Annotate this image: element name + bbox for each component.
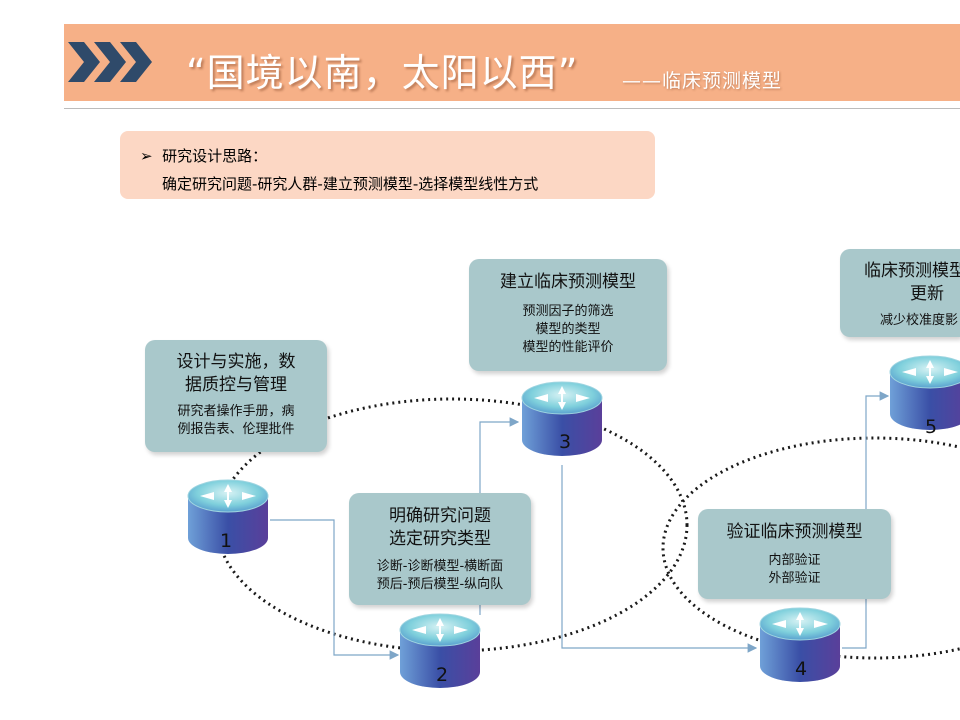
stage-box-1: 设计与实施，数 据质控与管理 研究者操作手册，病 例报告表、伦理批件 — [145, 340, 327, 452]
stage-3-detail-line-1: 预测因子的筛选 — [522, 304, 614, 319]
design-flow-text: 确定研究问题-研究人群-建立预测模型-选择模型线性方式 — [162, 175, 539, 193]
stage-3-detail-line-2: 模型的类型 — [535, 322, 601, 337]
stage-1-title-line-2: 据质控与管理 — [185, 375, 287, 395]
stage-1-detail-line-2: 例报告表、伦理批件 — [177, 422, 295, 437]
connector-3-to-4 — [561, 465, 758, 653]
node-number-1: 1 — [219, 530, 233, 552]
stage-4-title-line-1: 验证临床预测模型 — [726, 522, 863, 542]
design-label: 研究设计思路： — [162, 147, 268, 165]
stage-3-title-line-1: 建立临床预测模型 — [500, 272, 636, 292]
stage-2-detail-line-2: 预后-预后模型-纵向队 — [376, 577, 504, 592]
page-subtitle: ——临床预测模型 — [622, 70, 783, 92]
stage-5-title-line-1: 临床预测模型 — [864, 261, 960, 281]
cycle-ellipse-right — [661, 436, 960, 660]
stage-5-title-line-2: 更新 — [910, 284, 944, 304]
stage-2-title-line-2: 选定研究类型 — [389, 529, 491, 549]
stage-box-4: 验证临床预测模型 内部验证 外部验证 — [698, 509, 891, 599]
connector-1-to-2 — [270, 519, 400, 660]
triple-chevron-icon — [68, 42, 152, 82]
bullet-arrow-icon: ➢ — [140, 147, 153, 165]
page-title: “国境以南，太阳以西” — [186, 51, 579, 95]
node-number-4: 4 — [794, 658, 808, 680]
stage-5-detail-line-1: 减少校准度影 — [880, 313, 959, 328]
header-bar — [64, 24, 960, 101]
node-number-2: 2 — [435, 664, 449, 686]
stage-1-detail-line-1: 研究者操作手册，病 — [177, 404, 295, 419]
stage-box-3: 建立临床预测模型 预测因子的筛选 模型的类型 模型的性能评价 — [469, 259, 667, 371]
stage-3-detail-line-3: 模型的性能评价 — [522, 340, 614, 355]
stage-box-5: 临床预测模型 更新 减少校准度影 — [840, 249, 960, 337]
node-number-5: 5 — [924, 416, 938, 438]
design-summary-box — [120, 131, 655, 199]
stage-2-detail-line-1: 诊断-诊断模型-横断面 — [376, 559, 504, 574]
stage-1-title-line-1: 设计与实施，数 — [176, 352, 296, 372]
stage-2-title-line-1: 明确研究问题 — [389, 506, 491, 526]
design-label-row: ➢ 研究设计思路： — [140, 145, 267, 166]
node-number-3: 3 — [558, 431, 572, 453]
stage-4-detail-line-2: 外部验证 — [768, 571, 821, 586]
stage-4-detail-line-1: 内部验证 — [768, 553, 821, 568]
header-divider — [64, 108, 960, 109]
stage-box-2: 明确研究问题 选定研究类型 诊断-诊断模型-横断面 预后-预后模型-纵向队 — [349, 493, 531, 605]
